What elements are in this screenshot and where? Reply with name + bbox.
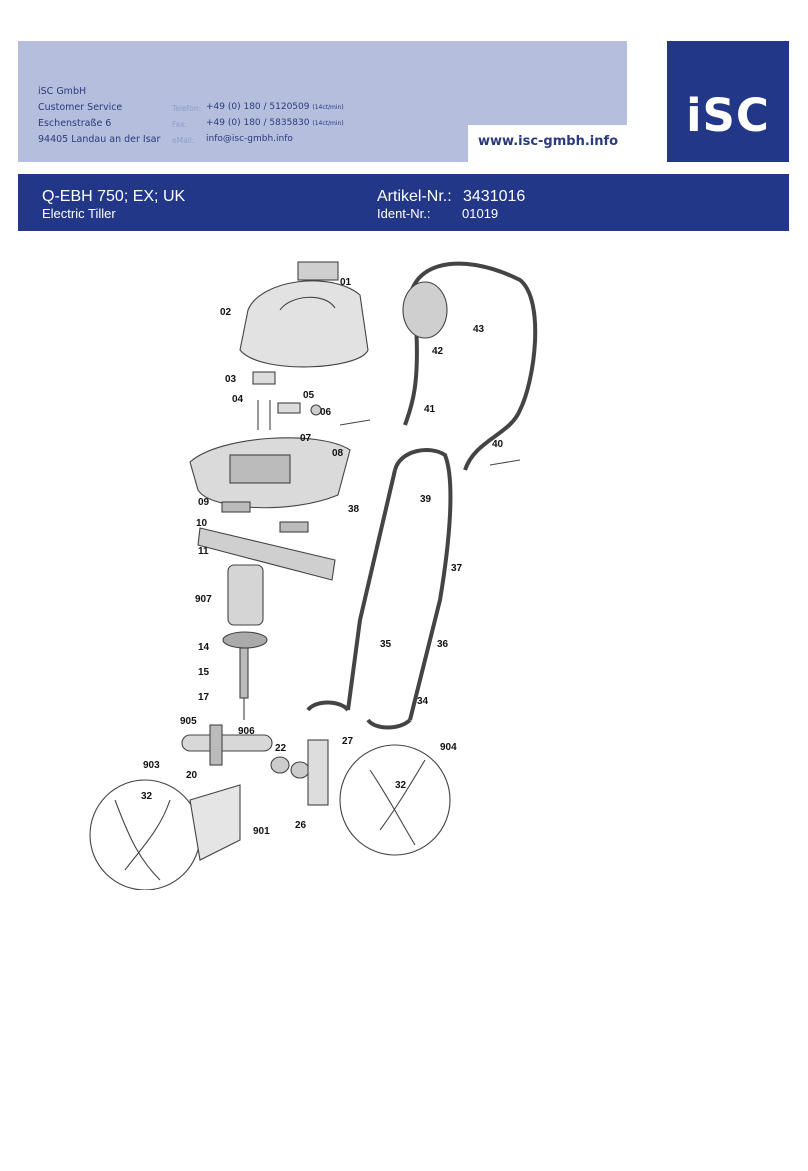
phone-label: Telefon:: [172, 104, 202, 113]
isc-logo: iSC: [667, 41, 789, 162]
svg-text:903: 903: [143, 760, 160, 771]
svg-text:906: 906: [238, 726, 255, 737]
phone-number[interactable]: +49 (0) 180 / 5120509 (14ct/min): [206, 102, 344, 112]
svg-text:43: 43: [473, 324, 485, 335]
svg-text:17: 17: [198, 692, 210, 703]
ident-label: Ident-Nr.:: [377, 206, 431, 221]
email-link[interactable]: info@isc-gmbh.info: [206, 134, 293, 144]
article-label: Artikel-Nr.:: [377, 188, 452, 205]
svg-text:38: 38: [348, 504, 360, 515]
svg-text:42: 42: [432, 346, 444, 357]
svg-text:904: 904: [440, 742, 457, 753]
svg-text:26: 26: [295, 820, 307, 831]
fax-number: +49 (0) 180 / 5835830 (14ct/min): [206, 118, 344, 128]
svg-text:39: 39: [420, 494, 432, 505]
svg-text:32: 32: [395, 780, 407, 791]
svg-text:35: 35: [380, 639, 392, 650]
part-number-labels: 01 02 03 04 05 06 07 08 09 10 11 907 14 …: [141, 277, 504, 837]
fax-label: Fax:: [172, 120, 188, 129]
company-department: Customer Service: [38, 102, 123, 113]
svg-text:01: 01: [340, 277, 352, 288]
svg-text:14: 14: [198, 642, 210, 653]
svg-text:09: 09: [198, 497, 210, 508]
svg-text:05: 05: [303, 390, 315, 401]
svg-text:15: 15: [198, 667, 210, 678]
product-bar: Q-EBH 750; EX; UK Electric Tiller Artike…: [18, 174, 789, 231]
product-model: Q-EBH 750; EX; UK: [42, 188, 186, 205]
svg-text:22: 22: [275, 743, 287, 754]
svg-text:901: 901: [253, 826, 270, 837]
website-box: www.isc-gmbh.info: [468, 125, 627, 162]
svg-text:11: 11: [198, 546, 209, 557]
exploded-parts-diagram: 01 02 03 04 05 06 07 08 09 10 11 907 14 …: [89, 261, 538, 890]
svg-text:36: 36: [437, 639, 449, 650]
svg-text:10: 10: [196, 518, 208, 529]
svg-text:02: 02: [220, 307, 232, 318]
company-name: iSC GmbH: [38, 86, 87, 97]
svg-text:41: 41: [424, 404, 436, 415]
svg-text:37: 37: [451, 563, 463, 574]
svg-text:06: 06: [320, 407, 332, 418]
svg-text:04: 04: [232, 394, 244, 405]
company-city: 94405 Landau an der Isar: [38, 134, 161, 145]
product-name: Electric Tiller: [42, 206, 116, 221]
svg-text:905: 905: [180, 716, 197, 727]
website-link[interactable]: www.isc-gmbh.info: [478, 134, 619, 149]
company-street: Eschenstraße 6: [38, 118, 112, 129]
svg-text:34: 34: [417, 696, 429, 707]
svg-text:907: 907: [195, 594, 212, 605]
svg-text:27: 27: [342, 736, 354, 747]
article-number: 3431016: [463, 188, 526, 205]
svg-text:40: 40: [492, 439, 504, 450]
svg-text:03: 03: [225, 374, 237, 385]
svg-text:20: 20: [186, 770, 198, 781]
svg-text:08: 08: [332, 448, 344, 459]
svg-text:32: 32: [141, 791, 153, 802]
email-label: eMail:: [172, 136, 195, 145]
svg-text:07: 07: [300, 433, 312, 444]
ident-number: 01019: [462, 206, 499, 221]
